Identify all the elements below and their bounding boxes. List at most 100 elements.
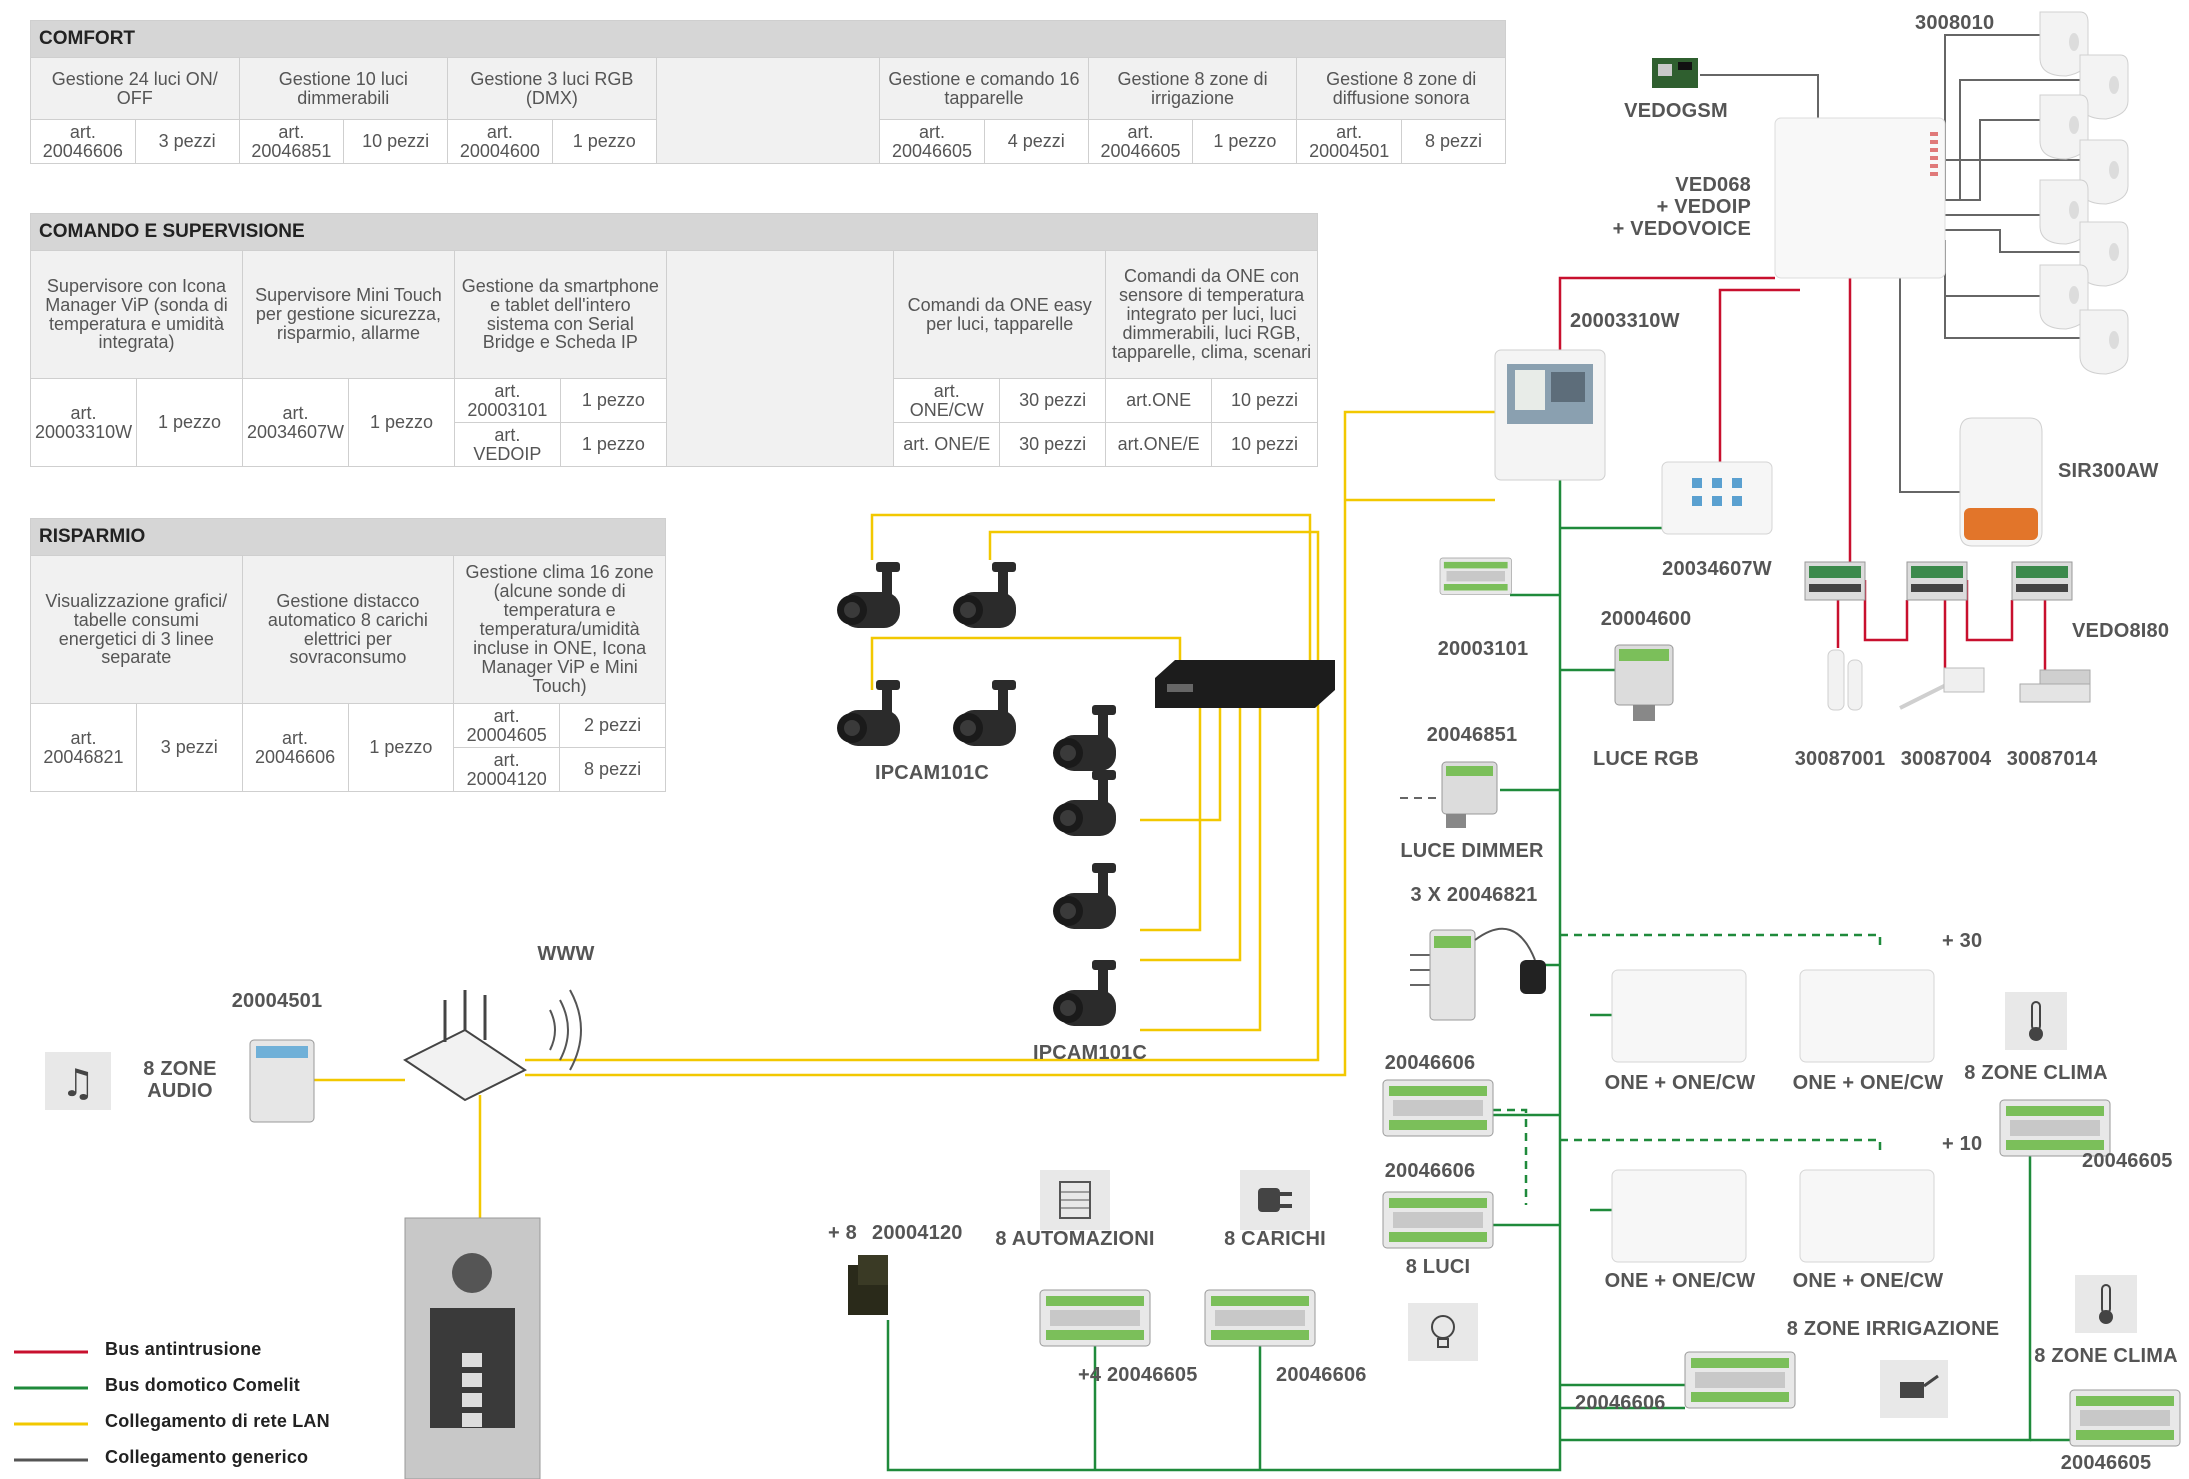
table-cell: 3 pezzi	[134, 119, 240, 164]
bus-line	[1560, 933, 1882, 950]
label-30087014: 30087014	[2006, 748, 2098, 770]
table-cell: 30 pezzi	[999, 378, 1107, 423]
table-cell: art. 20046821	[30, 703, 137, 792]
table-cell: art. 20046606	[30, 119, 136, 164]
label-20046606: 20046606	[1276, 1364, 1367, 1386]
bus-line	[1493, 1108, 1528, 1205]
door-sensor	[2019, 669, 2091, 703]
label-8-zone-clima: 8 ZONE CLIMA	[1964, 1062, 2108, 1084]
label-one-cw: ONE + ONE/CW	[1604, 1072, 1756, 1094]
table-cell: Gestione da smartphone e tablet dell'int…	[453, 250, 667, 379]
label-20046606: 20046606	[1575, 1392, 1666, 1414]
table-cell: 1 pezzo	[559, 378, 667, 423]
table-cell: 8 pezzi	[559, 747, 666, 792]
vedo8i80-expander	[2011, 561, 2073, 601]
thermometer-icon	[2075, 1275, 2137, 1333]
table-cell: art. 20046605	[1087, 119, 1194, 164]
relay-module-20046606	[1382, 1079, 1494, 1137]
ip-camera	[1053, 863, 1116, 929]
label-ipcam101c: IPCAM101C	[874, 762, 990, 784]
table-cell: art. 20004600	[447, 119, 553, 164]
svg-text:♫: ♫	[61, 1061, 95, 1105]
lan-line	[870, 513, 1312, 705]
label-plus-30: + 30	[1942, 930, 1983, 952]
one-keypad	[1799, 1169, 1935, 1263]
lightbulb-icon	[1408, 1303, 1478, 1361]
dimmer-20046851	[1441, 761, 1498, 828]
antintrusion-line	[1718, 288, 1800, 462]
risparmio-table: RISPARMIO Visualizzazione grafici/ tabel…	[30, 518, 666, 792]
vedo8i80-expander	[1804, 561, 1866, 601]
wifi-icon	[549, 989, 582, 1071]
table-cell: Supervisore Mini Touch per gestione sicu…	[241, 250, 455, 379]
table-cell: Gestione 8 zone di diffusione sonora	[1296, 57, 1506, 120]
mini-touch-supervisor	[1661, 461, 1773, 535]
lan-line	[870, 636, 1182, 705]
label-3x-20046821: 3 X 20046821	[1410, 884, 1538, 906]
ip-camera	[837, 562, 900, 628]
table-cell: 3 pezzi	[135, 703, 243, 792]
table-cell: Gestione 24 luci ON/ OFF	[30, 57, 240, 120]
table-cell: art. ONE/E	[893, 422, 1001, 467]
ip-camera	[1053, 705, 1116, 771]
label-sir300aw: SIR300AW	[2058, 460, 2159, 482]
ip-camera	[1053, 960, 1116, 1026]
table-cell: art. 20003101	[453, 378, 561, 423]
table-cell: Comandi da ONE easy per luci, tapparelle	[893, 250, 1107, 379]
table-cell: art. 20046606	[241, 703, 349, 792]
comando-table: COMANDO E SUPERVISIONE Supervisore con I…	[29, 213, 1318, 467]
label-www: WWW	[537, 943, 595, 965]
bus-line	[886, 480, 1562, 1472]
contact-sensor	[1827, 649, 1863, 711]
label-one-cw: ONE + ONE/CW	[1604, 1270, 1756, 1292]
table-cell: art. 20046605	[879, 119, 985, 164]
lan-line	[525, 410, 1495, 1077]
table-cell: art.ONE/E	[1105, 422, 1213, 467]
router	[403, 990, 527, 1102]
motion-sensor	[2039, 264, 2089, 330]
relay-module-20046606	[1382, 1191, 1494, 1249]
motion-sensor	[2079, 139, 2129, 205]
table-cell: art. 20003310W	[29, 378, 138, 467]
label-8-zone: 8 ZONE	[143, 1058, 217, 1080]
generic-line	[1944, 250, 2080, 339]
generic-line	[1945, 229, 2080, 253]
serial-bridge-20003101	[1439, 557, 1512, 595]
motion-sensor	[2039, 94, 2089, 160]
table-cell: art. VEDOIP	[453, 422, 561, 467]
legend-label: Collegamento generico	[105, 1447, 309, 1467]
label-8-zone-clima: 8 ZONE CLIMA	[2034, 1345, 2178, 1367]
label-audio: AUDIO	[147, 1080, 213, 1102]
ip-camera	[953, 562, 1016, 628]
label-one-cw: ONE + ONE/CW	[1792, 1270, 1944, 1292]
antintrusion-line	[1965, 580, 2014, 642]
vedo8i80-expander	[1906, 561, 1968, 601]
label-ved068: VED068	[1675, 174, 1751, 196]
plug-icon	[1240, 1170, 1310, 1230]
table-cell: art. ONE/CW	[893, 378, 1001, 423]
temperature-probe-20004120	[848, 1255, 888, 1315]
table-cell: 1 pezzo	[136, 378, 243, 467]
label-8-luci: 8 LUCI	[1405, 1256, 1471, 1278]
label-plus4-20046605: +4 20046605	[1078, 1364, 1198, 1386]
table-cell-empty	[655, 57, 881, 164]
lan-line	[1140, 705, 1222, 822]
table-cell: Visualizzazione grafici/ tabelle consumi…	[30, 555, 243, 704]
label-plus-8: + 8	[828, 1222, 857, 1244]
label-20004120: 20004120	[872, 1222, 963, 1244]
label-vedo8i80: VEDO8I80	[2072, 620, 2170, 642]
table-cell: Gestione 8 zone di irrigazione	[1087, 57, 1298, 120]
table-cell: 10 pezzi	[1211, 422, 1318, 467]
label-30087004: 30087004	[1900, 748, 1992, 770]
door-entry-panel	[404, 1217, 541, 1479]
label-8-automazioni: 8 AUTOMAZIONI	[995, 1228, 1155, 1250]
label-8-carichi: 8 CARICHI	[1224, 1228, 1326, 1250]
comfort-table: COMFORT Gestione 24 luci ON/ OFF Gestion…	[30, 20, 1506, 164]
lan-line	[1140, 705, 1262, 1032]
sir300aw-siren	[1959, 417, 2043, 547]
table-cell: 30 pezzi	[999, 422, 1107, 467]
table-cell: art. 20004605	[453, 703, 561, 748]
table-cell: 1 pezzo	[347, 703, 455, 792]
climate-module-20046605	[2069, 1389, 2181, 1447]
music-icon: ♫	[45, 1052, 111, 1110]
